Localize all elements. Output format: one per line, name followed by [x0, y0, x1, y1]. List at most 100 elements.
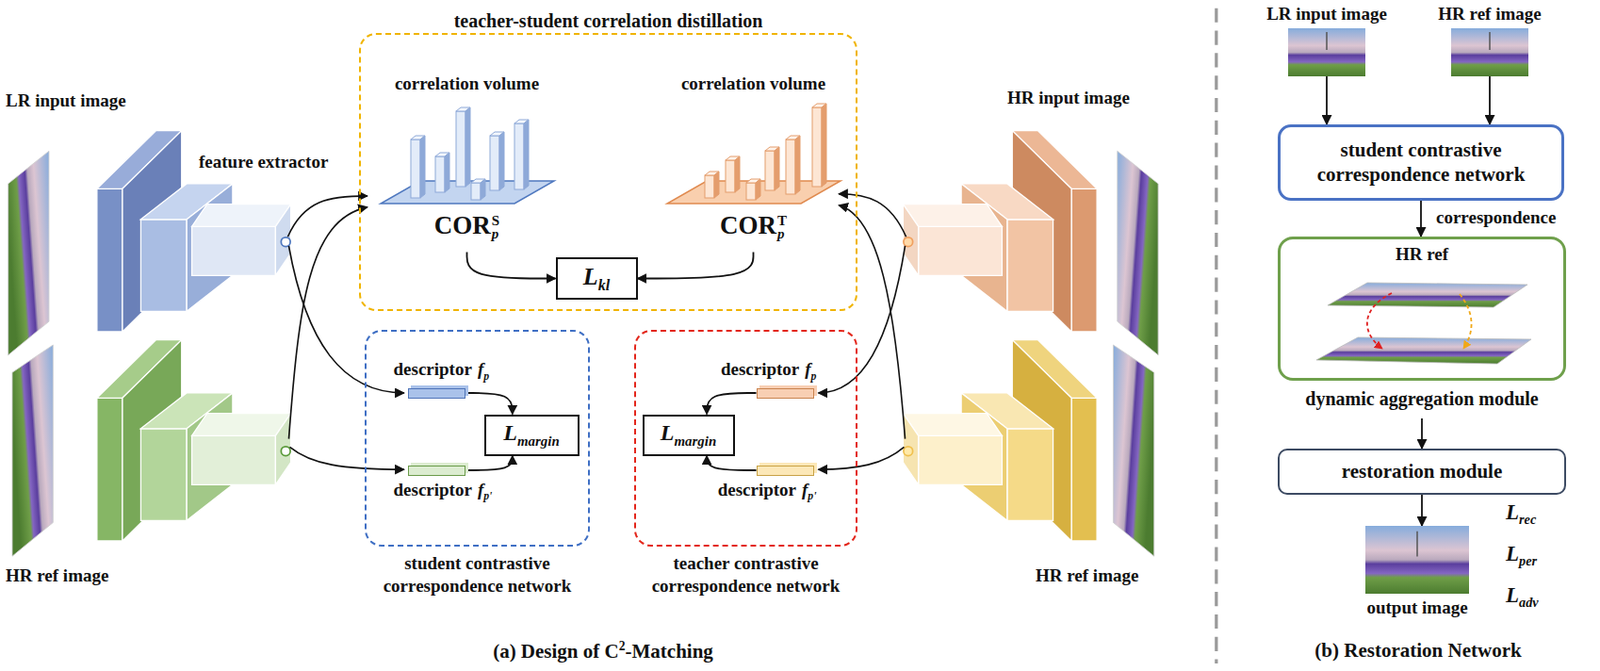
- loss-symbol: L: [660, 420, 675, 445]
- module-label: restoration module: [1341, 459, 1503, 483]
- volume-bar: [444, 152, 450, 193]
- descriptor-symbol: f: [477, 479, 484, 500]
- descriptor-bar: descriptorfp: [756, 388, 815, 399]
- connector: [467, 252, 556, 279]
- loss-box: Lkl: [555, 257, 638, 300]
- volume-bar: [714, 171, 719, 198]
- volume-bar: [704, 175, 715, 198]
- feature-arrow: [838, 205, 905, 440]
- feature-point: [280, 237, 291, 247]
- network-region: teacher contrastive correspondence netwo…: [634, 329, 858, 547]
- volume-label: correlation volume: [681, 73, 826, 94]
- correlation-bars: [373, 99, 562, 212]
- extractor-layer: [1007, 219, 1054, 311]
- caption-label: -Matching: [625, 639, 714, 663]
- loss-symbol: L: [503, 420, 518, 445]
- descriptor-subscript: p: [811, 370, 817, 383]
- process-box: student contrastive correspondence netwo…: [1277, 124, 1565, 201]
- correlation-symbol: COR: [434, 211, 491, 240]
- photo: [1112, 344, 1154, 556]
- offset-arrow: [1459, 293, 1472, 349]
- correlation-volume: correlation volumeCORTp: [659, 73, 849, 253]
- volume-bar: [765, 150, 775, 191]
- separator: [1214, 8, 1218, 664]
- volume-bar: [456, 111, 466, 187]
- correlation-volume: correlation volumeCORSp: [373, 73, 562, 253]
- caption-label: (a) Design of C: [492, 639, 620, 663]
- connector: [1420, 418, 1423, 449]
- math-label: 2: [619, 638, 626, 654]
- correlation-symbol: COR: [719, 211, 777, 240]
- extractor-layer: [902, 413, 1002, 437]
- extractor-layer: [140, 428, 187, 521]
- extractor-layer: [1071, 188, 1097, 332]
- extractor-layer: [192, 204, 292, 228]
- connector: [1420, 200, 1422, 237]
- extractor-layer: [140, 219, 187, 311]
- volume-bar: [755, 179, 761, 200]
- subscript: p: [491, 227, 500, 241]
- volume-bar: [514, 123, 524, 190]
- offset-arrow: [1367, 293, 1392, 349]
- math-label: L: [1505, 500, 1519, 524]
- loss-box: Lmargin: [484, 414, 580, 457]
- connector: [465, 392, 513, 415]
- math-label: L: [1505, 583, 1519, 607]
- volume-bar: [465, 107, 471, 187]
- descriptor-symbol: f: [801, 479, 808, 500]
- descriptor-bar: descriptorfp: [408, 388, 466, 399]
- descriptor-bar: descriptorfp': [756, 465, 815, 476]
- loss-subscript: kl: [598, 277, 611, 294]
- photo: [1117, 150, 1159, 356]
- descriptor-label: descriptor: [393, 479, 473, 500]
- warped-image: [1327, 282, 1528, 308]
- volume-bar: [734, 156, 740, 193]
- image-caption: output image: [1366, 597, 1468, 618]
- volume-bar: [499, 131, 505, 191]
- extractor-layer: [192, 413, 292, 437]
- network-region: student contrastive correspondence netwo…: [364, 329, 590, 547]
- photo: [1365, 525, 1470, 594]
- volume-bar: [746, 182, 756, 200]
- connector: [465, 456, 513, 472]
- volume-bar: [471, 182, 481, 200]
- warped-image: [1316, 337, 1532, 364]
- loss-subscript: margin: [674, 433, 718, 449]
- connector: [637, 252, 754, 279]
- caption-label: feature extractor: [198, 151, 328, 172]
- photo: [1451, 28, 1529, 77]
- descriptor-subscript: p: [483, 370, 490, 383]
- image-thumb: LR input image: [1288, 28, 1366, 77]
- aggregation-module: HR refdynamic aggregation module: [1277, 236, 1567, 419]
- volume-bar: [410, 139, 421, 198]
- loss-box: Lmargin: [642, 414, 735, 457]
- module-caption: dynamic aggregation module: [1305, 388, 1538, 409]
- feature-arrow: [288, 245, 404, 393]
- volume-bar: [420, 135, 425, 198]
- volume-bar: [795, 135, 800, 195]
- volume-bar: [489, 135, 500, 191]
- image-caption: LR input image: [1266, 3, 1388, 24]
- extractor-layer: [902, 204, 1002, 228]
- superscript: T: [777, 213, 787, 228]
- connector: [706, 392, 756, 415]
- descriptor-symbol: f: [804, 359, 811, 379]
- extractor-layer: [918, 435, 1003, 485]
- photo: [1365, 525, 1470, 594]
- photo-detail: [1325, 32, 1328, 50]
- math-label: L: [1505, 541, 1519, 566]
- volume-bar: [725, 160, 735, 193]
- feature-point: [280, 446, 291, 457]
- photo: [8, 150, 49, 356]
- image-caption: HR ref image: [1437, 3, 1541, 24]
- descriptor-label: descriptor: [718, 479, 797, 500]
- caption-label: HR input image: [1007, 87, 1130, 108]
- image-thumb: output image: [1365, 525, 1470, 594]
- caption-label: (b) Restoration Network: [1314, 638, 1521, 662]
- module-label: student contrastive correspondence netwo…: [1317, 138, 1526, 185]
- volume-bar: [821, 103, 827, 187]
- extractor-layer: [902, 204, 918, 277]
- correlation-bars: [659, 99, 849, 212]
- extractor-layer: [902, 413, 918, 486]
- photo-detail: [1488, 32, 1491, 50]
